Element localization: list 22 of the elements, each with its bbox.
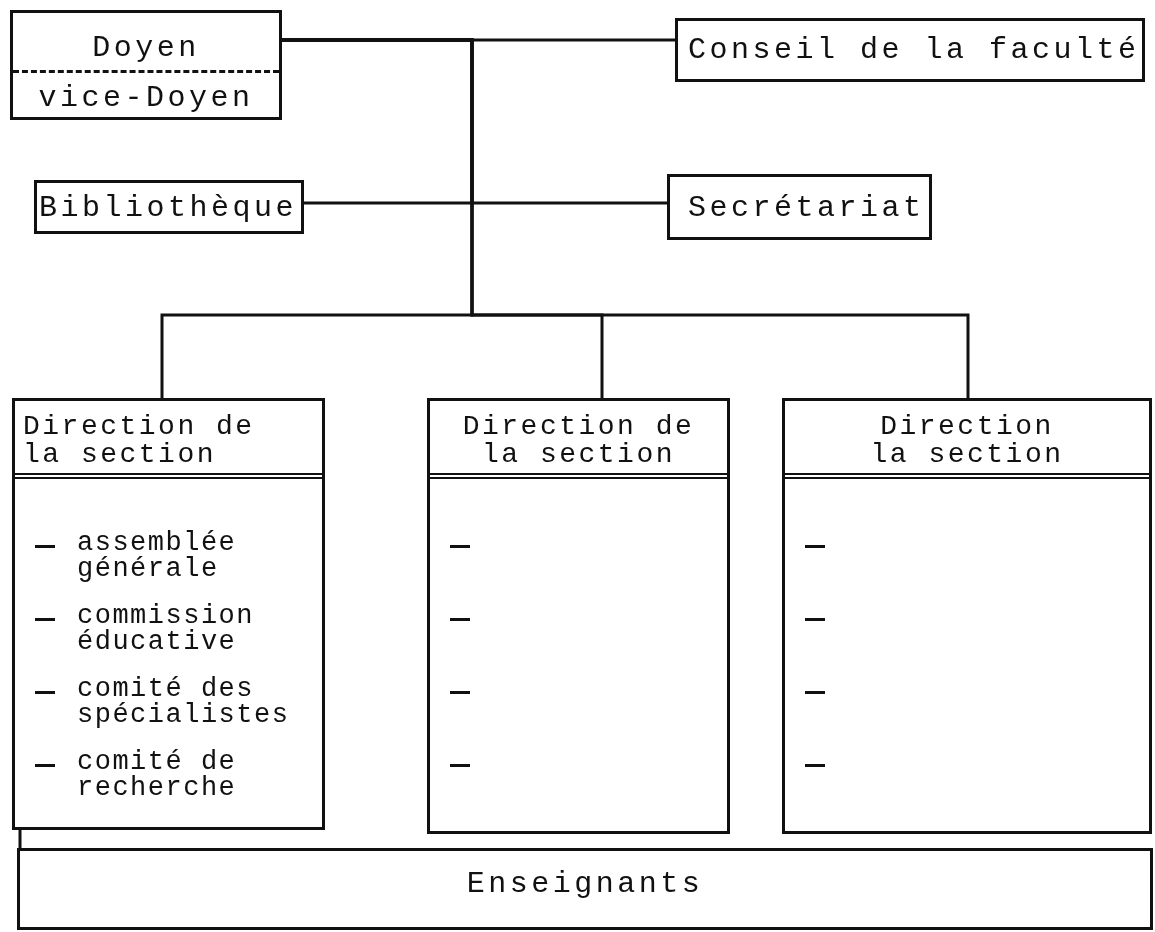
section-heading: Direction la section xyxy=(869,413,1065,469)
node-label: Conseil de la faculté xyxy=(688,35,1140,65)
node-label: Secrétariat xyxy=(688,193,925,223)
section-box xyxy=(12,398,325,830)
list-item: comité des spécialistes xyxy=(77,677,291,729)
connector-line xyxy=(18,830,22,848)
org-box xyxy=(34,180,304,234)
org-box xyxy=(667,174,932,240)
section-heading: Direction de la section xyxy=(461,413,696,469)
node-label: Doyen xyxy=(91,33,201,63)
node-label: vice-Doyen xyxy=(37,83,255,113)
org-box xyxy=(10,10,282,120)
list-item: assemblée générale xyxy=(77,531,238,583)
section-heading: Direction de la section xyxy=(23,413,256,469)
list-item: comité de recherche xyxy=(77,750,238,802)
section-box xyxy=(782,398,1152,834)
org-box xyxy=(675,18,1145,82)
list-item: commission éducative xyxy=(77,604,256,656)
node-label: Enseignants xyxy=(465,869,705,899)
section-box xyxy=(427,398,730,834)
org-box xyxy=(17,848,1153,930)
node-label: Bibliothèque xyxy=(39,193,298,223)
